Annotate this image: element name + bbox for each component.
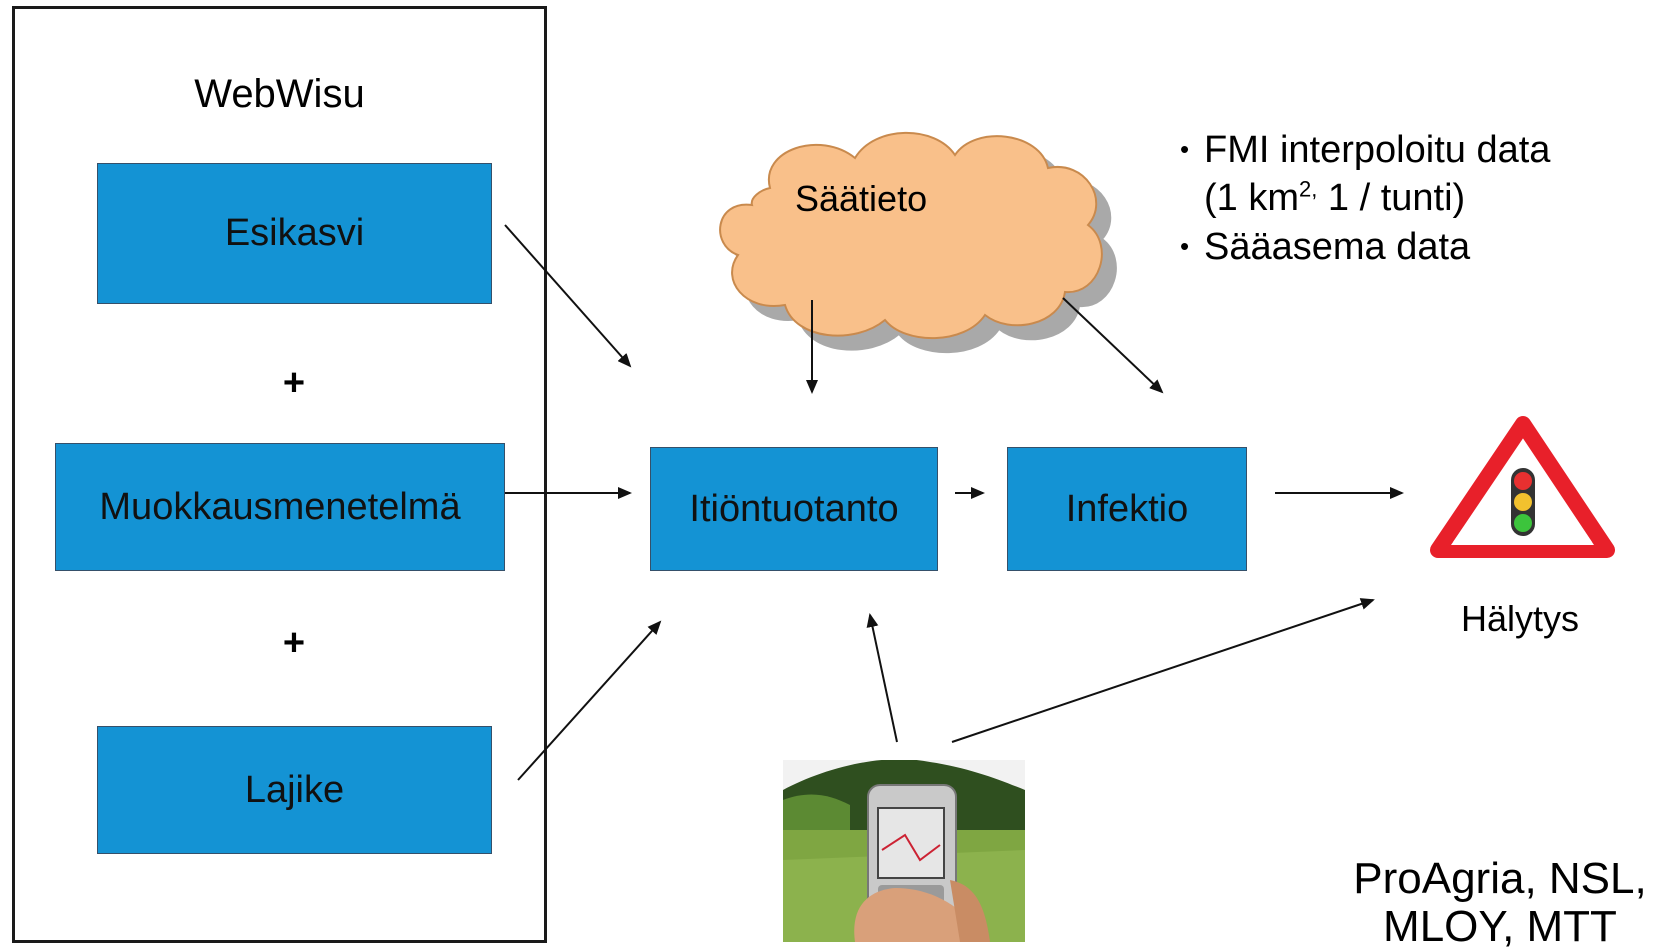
cloud-label: Säätieto — [795, 178, 928, 219]
plus-sign-2: + — [282, 622, 306, 664]
alarm-label: Hälytys — [1460, 598, 1580, 639]
weather-data-list: •FMI interpoloitu data (1 km2, 1 / tunti… — [1180, 125, 1550, 271]
itiontuotanto-box: Itiöntuotanto — [650, 447, 938, 571]
esikasvi-box: Esikasvi — [97, 163, 492, 304]
bullet-item-station: •Sääasema data — [1180, 226, 1471, 268]
bullet-item-resolution: (1 km2, 1 / tunti) — [1204, 176, 1466, 219]
muokkausmenetelma-box: Muokkausmenetelmä — [55, 443, 505, 571]
arrow-cloud-to-infektio — [1062, 297, 1164, 394]
arrow-lajike-to-itiontuotanto — [517, 620, 662, 781]
arrow-esikasvi-to-itiontuotanto — [504, 224, 632, 368]
arrow-photo-to-alarm — [951, 598, 1375, 743]
arrow-photo-to-itiontuotanto — [866, 613, 898, 743]
infektio-box: Infektio — [1007, 447, 1247, 571]
lajike-box: Lajike — [97, 726, 492, 854]
bullet-item-fmi: •FMI interpoloitu data — [1180, 129, 1551, 171]
panel-title: WebWisu — [194, 72, 365, 116]
plus-sign-1: + — [282, 362, 306, 404]
